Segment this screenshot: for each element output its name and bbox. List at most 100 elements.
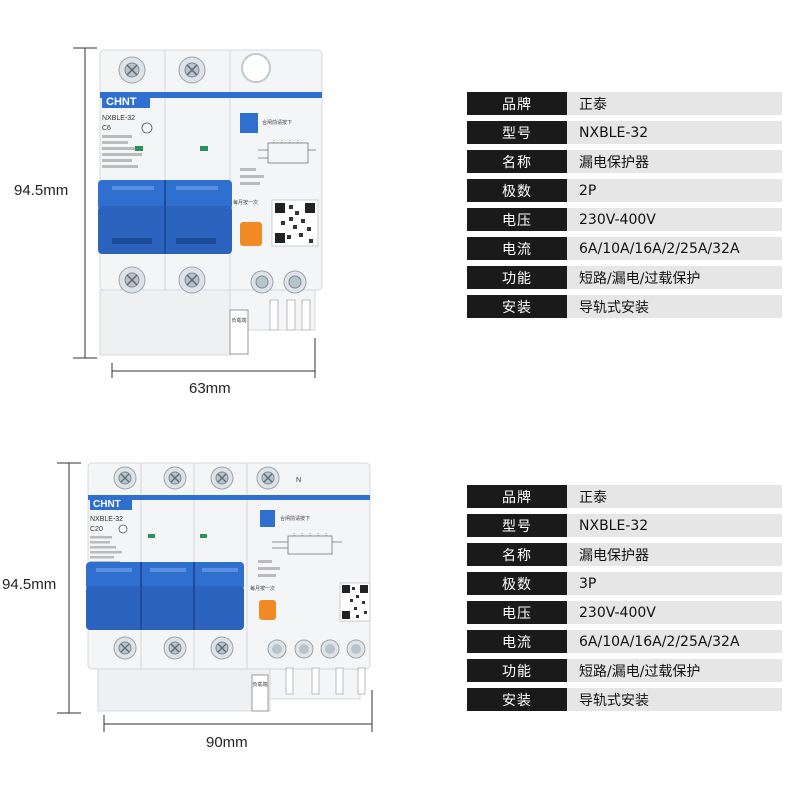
certification-mark-icon xyxy=(118,524,128,534)
spec-key: 安装 xyxy=(467,688,567,711)
screw-terminal-icon xyxy=(163,636,187,660)
spec-row: 安装导轨式安装 xyxy=(467,295,782,318)
test-button-icon xyxy=(240,113,258,133)
spec-value: 正泰 xyxy=(567,485,782,508)
switch-handle[interactable] xyxy=(98,180,232,254)
spec-row: 功能短路/漏电/过载保护 xyxy=(467,659,782,682)
screw-terminal-icon xyxy=(267,639,287,659)
spec-key: 型号 xyxy=(467,121,567,144)
spec-value: NXBLE-32 xyxy=(567,121,782,144)
monthly-test-text: 每月按一次 xyxy=(233,199,258,206)
close-hint-text: 合闸前请按下 xyxy=(280,515,310,522)
spec-value: 2P xyxy=(567,179,782,202)
spec-value: 230V-400V xyxy=(567,601,782,624)
spec-row: 安装导轨式安装 xyxy=(467,688,782,711)
spec-value: 3P xyxy=(567,572,782,595)
load-side-label: 负载端 xyxy=(252,681,267,688)
breaker-3p-drawing: N CHNT NXBLE-32 C20 合闸前请按下 xyxy=(0,400,450,800)
spec-key: 电流 xyxy=(467,237,567,260)
model-label: NXBLE-32 xyxy=(90,516,123,523)
height-dimension-line xyxy=(57,462,81,714)
spec-key: 名称 xyxy=(467,543,567,566)
height-dimension-label: 94.5mm xyxy=(2,576,57,593)
screw-terminal-icon xyxy=(118,56,146,84)
test-button-icon xyxy=(260,510,275,527)
rating-label: C6 xyxy=(102,125,111,132)
product-3p: N CHNT NXBLE-32 C20 合闸前请按下 xyxy=(0,400,800,800)
width-dimension-line xyxy=(111,338,316,378)
screw-terminal-icon xyxy=(178,56,206,84)
spec-value: NXBLE-32 xyxy=(567,514,782,537)
width-dimension-label: 63mm xyxy=(189,380,231,397)
spec-value: 6A/10A/16A/2/25A/32A xyxy=(567,630,782,653)
spec-value: 导轨式安装 xyxy=(567,295,782,318)
spec-key: 极数 xyxy=(467,179,567,202)
screw-terminal-icon xyxy=(163,466,187,490)
neutral-mark: N xyxy=(296,477,301,484)
breaker-2p-svg: CHNT NXBLE-32 C6 合闸前请按下 xyxy=(73,47,323,378)
spec-value: 漏电保护器 xyxy=(567,150,782,173)
spec-value: 230V-400V xyxy=(567,208,782,231)
spec-row: 名称漏电保护器 xyxy=(467,150,782,173)
spec-row: 名称漏电保护器 xyxy=(467,543,782,566)
height-dimension-line xyxy=(73,47,97,359)
spec-key: 名称 xyxy=(467,150,567,173)
spec-row: 品牌正泰 xyxy=(467,92,782,115)
screw-terminal-icon xyxy=(320,639,340,659)
spec-value: 6A/10A/16A/2/25A/32A xyxy=(567,237,782,260)
breaker-2p-drawing: CHNT NXBLE-32 C6 合闸前请按下 xyxy=(0,0,450,400)
screw-terminal-icon xyxy=(256,466,280,490)
screw-terminal-icon xyxy=(346,639,366,659)
qr-code-icon xyxy=(271,199,319,247)
screw-terminal-icon xyxy=(113,466,137,490)
test-button[interactable] xyxy=(240,222,262,246)
spec-key: 极数 xyxy=(467,572,567,595)
screw-terminal-icon xyxy=(294,639,314,659)
brand-logo: CHNT xyxy=(93,499,121,510)
close-hint-text: 合闸前请按下 xyxy=(262,119,292,126)
spec-key: 安装 xyxy=(467,295,567,318)
spec-row: 品牌正泰 xyxy=(467,485,782,508)
spec-key: 型号 xyxy=(467,514,567,537)
model-label: NXBLE-32 xyxy=(102,115,135,122)
spec-value: 短路/漏电/过载保护 xyxy=(567,266,782,289)
spec-key: 品牌 xyxy=(467,485,567,508)
rating-label: C20 xyxy=(90,526,103,533)
certification-mark-icon xyxy=(141,122,153,134)
spec-key: 功能 xyxy=(467,266,567,289)
switch-handle[interactable] xyxy=(86,562,244,630)
screw-terminal-icon xyxy=(250,270,274,294)
spec-value: 导轨式安装 xyxy=(567,688,782,711)
breaker-3p-svg: N CHNT NXBLE-32 C20 合闸前请按下 xyxy=(57,462,373,732)
product-2p: CHNT NXBLE-32 C6 合闸前请按下 xyxy=(0,0,800,400)
screw-terminal-icon xyxy=(118,266,146,294)
screw-terminal-icon xyxy=(210,636,234,660)
qr-code-icon xyxy=(339,582,371,622)
screw-terminal-icon xyxy=(178,266,206,294)
width-dimension-line xyxy=(103,690,373,732)
screw-terminal-icon xyxy=(283,270,307,294)
screw-terminal-icon xyxy=(210,466,234,490)
reset-button-icon xyxy=(241,53,271,83)
spec-key: 电压 xyxy=(467,208,567,231)
brand-logo: CHNT xyxy=(106,96,137,108)
monthly-test-text: 每月按一次 xyxy=(250,585,275,592)
spec-key: 电流 xyxy=(467,630,567,653)
spec-row: 功能短路/漏电/过载保护 xyxy=(467,266,782,289)
spec-value: 短路/漏电/过载保护 xyxy=(567,659,782,682)
width-dimension-label: 90mm xyxy=(206,734,248,751)
test-button[interactable] xyxy=(259,600,276,620)
spec-value: 正泰 xyxy=(567,92,782,115)
screw-terminal-icon xyxy=(113,636,137,660)
spec-key: 电压 xyxy=(467,601,567,624)
height-dimension-label: 94.5mm xyxy=(14,182,69,199)
